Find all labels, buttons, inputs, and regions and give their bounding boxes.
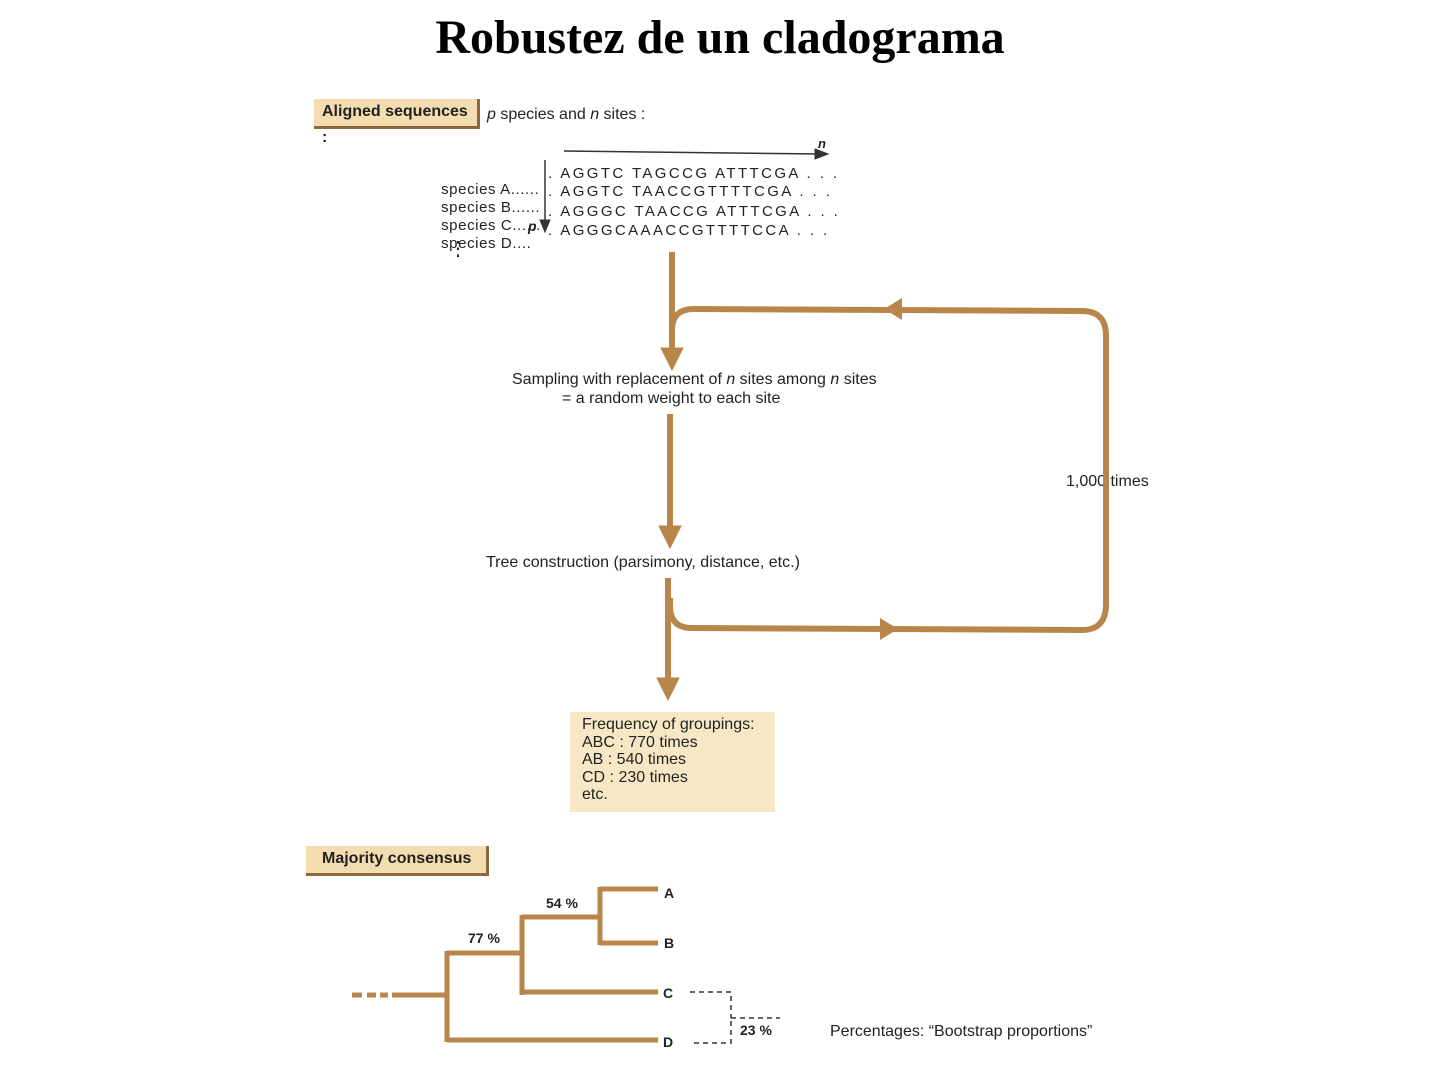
leaf-label-d: D [663, 1034, 674, 1050]
more-species-ellipsis: ⋮ [448, 238, 468, 260]
tree-construction-step: Tree construction (parsimony, distance, … [486, 554, 800, 571]
majority-consensus-label-text: Majority consensus [322, 850, 472, 867]
percentages-note: Percentages: “Bootstrap proportions” [830, 1023, 1093, 1040]
n-variable: n [590, 106, 600, 123]
p-variable: p [487, 106, 496, 123]
species-name: species B [441, 199, 512, 216]
frequency-line: Frequency of groupings: [582, 716, 755, 733]
bootstrap-percent-cd: 23 % [740, 1022, 772, 1038]
frequency-line: etc. [582, 786, 608, 803]
sequence-row: . AGGTC TAGCCG ATTTCGA . . . [548, 165, 840, 182]
species-name: species A [441, 181, 511, 198]
loop-arrow-bottom [880, 618, 898, 640]
sequence-row: . AGGGC TAACCG ATTTCGA . . . [548, 203, 841, 220]
n-variable: n [726, 371, 736, 388]
leaf-label-a: A [664, 885, 675, 901]
frequency-line: ABC : 770 times [582, 733, 698, 751]
cd-alternative-grouping [690, 991, 780, 1044]
species-row: species D.... [422, 217, 531, 271]
species-row: species A...... [422, 163, 539, 217]
aligned-sequences-label-text: Aligned sequences : [322, 103, 468, 146]
sites-arrow-label: n [818, 136, 826, 151]
bootstrap-percent-ab: 54 % [546, 895, 578, 911]
sampling-end: sites [839, 371, 877, 388]
frequency-box: Frequency of groupings: ABC : 770 times … [570, 712, 775, 812]
species-dots: ...... [512, 217, 541, 234]
sampling-step-line2: = a random weight to each site [562, 390, 781, 407]
species-row: species B...... [422, 181, 540, 235]
species-arrow [539, 160, 551, 234]
majority-consensus-label: Majority consensus [306, 846, 489, 876]
species-name: species C [441, 217, 513, 234]
sampling-mid: sites among [735, 371, 831, 388]
frequency-line: CD : 230 times [582, 768, 688, 786]
species-dots: ...... [511, 199, 541, 216]
cladogram [392, 886, 658, 1043]
loop-arrow-top [884, 298, 902, 320]
species-name: species D [441, 235, 513, 252]
desc-end: sites : [599, 106, 646, 123]
sampling-step: Sampling with replacement of n sites amo… [512, 371, 877, 389]
leaf-label-b: B [664, 935, 675, 951]
species-p-label: p [528, 218, 537, 234]
leaf-label-c: C [663, 985, 674, 1001]
frequency-line: AB : 540 times [582, 751, 687, 768]
sampling-pre: Sampling with replacement of [512, 371, 727, 388]
aligned-sequences-label: Aligned sequences : [314, 99, 480, 146]
bootstrap-percent-abc: 77 % [468, 930, 500, 946]
sites-arrow [563, 148, 830, 160]
sequence-row: . AGGGCAAACCGTTTTCCA . . . [548, 222, 830, 239]
bootstrap-loop [667, 305, 1109, 634]
aligned-sequences-description: p species and n sites : [487, 106, 645, 124]
species-dots: ...... [510, 181, 540, 198]
sequence-row: . AGGTC TAACCGTTTTCGA . . . [548, 183, 833, 200]
desc-mid: species and [495, 106, 591, 123]
n-variable: n [830, 371, 840, 388]
page-title: Robustez de un cladograma [435, 11, 1005, 64]
species-dots: .... [512, 235, 532, 252]
species-row: species C...... [422, 199, 541, 253]
main-flow-arrows [656, 252, 684, 702]
